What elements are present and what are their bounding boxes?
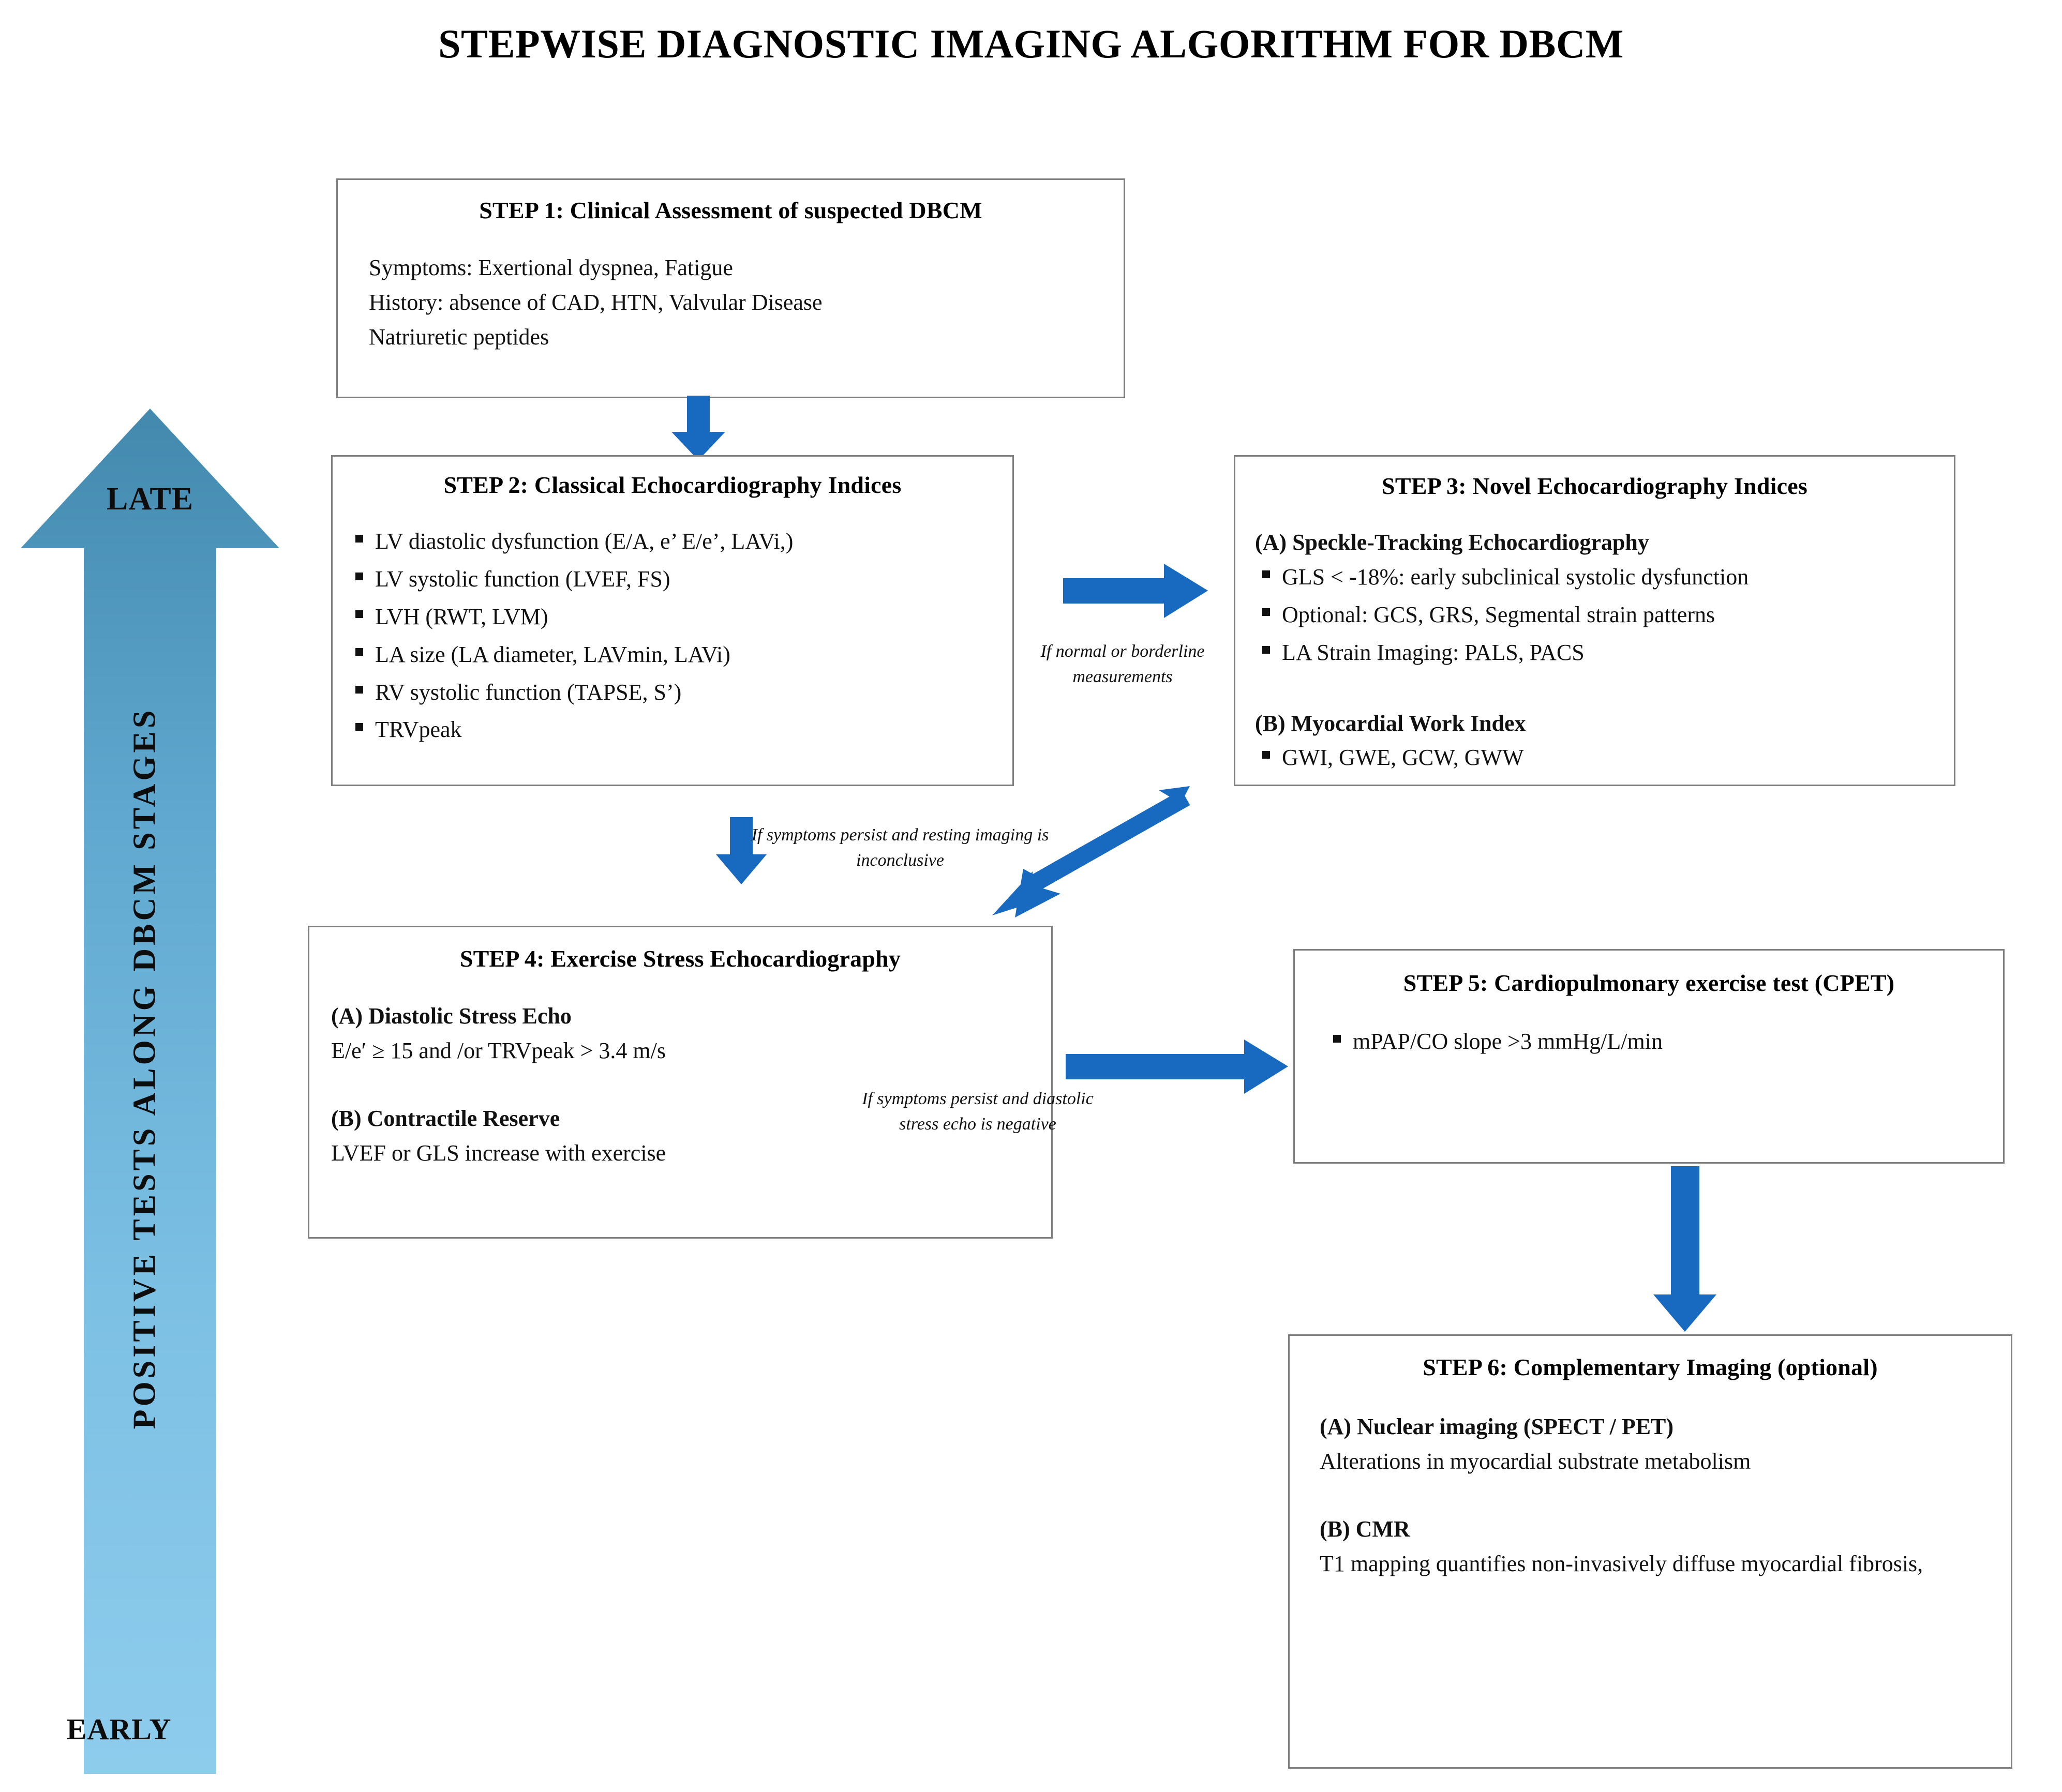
step-4-section-b-head: (B) Contractile Reserve [331, 1105, 560, 1131]
step-5-box: STEP 5: Cardiopulmonary exercise test (C… [1293, 949, 2005, 1164]
step-6-section-a-head: (A) Nuclear imaging (SPECT / PET) [1320, 1414, 1674, 1439]
list-item: LVH (RWT, LVM) [348, 600, 1012, 635]
step-1-line-peptides: Natriuretic peptides [369, 324, 549, 350]
step-4-body: (A) Diastolic Stress Echo E/e′ ≥ 15 and … [331, 999, 1051, 1171]
step-6-body: (A) Nuclear imaging (SPECT / PET) Altera… [1320, 1410, 2011, 1582]
arrow-step3-to-step4-diagonal [992, 786, 1190, 917]
step-2-box: STEP 2: Classical Echocardiography Indic… [331, 455, 1014, 786]
list-item: mPAP/CO slope >3 mmHg/L/min [1326, 1025, 2003, 1059]
step-3-section-b-list: GWI, GWE, GCW, GWW [1255, 741, 1954, 775]
step-5-title: STEP 5: Cardiopulmonary exercise test (C… [1403, 970, 1895, 996]
spacer [1255, 673, 1954, 706]
list-item: LA Strain Imaging: PALS, PACS [1255, 636, 1954, 670]
arrow-step4-to-step5 [1066, 1040, 1288, 1094]
step-2-bullet-list: LV diastolic dysfunction (E/A, e’ E/e’, … [348, 524, 1012, 747]
step-6-section-b-text: T1 mapping quantifies non-invasively dif… [1320, 1550, 1923, 1576]
arrow-step1-to-step2 [671, 396, 725, 460]
list-item: GLS < -18%: early subclinical systolic d… [1255, 560, 1954, 595]
connector-label-step2-step4: If symptoms persist and resting imaging … [751, 825, 1049, 870]
list-item: GWI, GWE, GCW, GWW [1255, 741, 1954, 775]
step-3-title: STEP 3: Novel Echocardiography Indices [1382, 473, 1807, 499]
step-4-box: STEP 4: Exercise Stress Echocardiography… [308, 926, 1053, 1239]
step-3-box: STEP 3: Novel Echocardiography Indices (… [1234, 455, 1955, 786]
step-6-section-b-head: (B) CMR [1320, 1516, 1410, 1542]
list-item: RV systolic function (TAPSE, S’) [348, 675, 1012, 710]
list-item: LA size (LA diameter, LAVmin, LAVi) [348, 638, 1012, 672]
arrow-step2-to-step4 [716, 817, 767, 884]
step-1-line-symptoms: Symptoms: Exertional dyspnea, Fatigue [369, 255, 733, 280]
step-4-section-a-text: E/e′ ≥ 15 and /or TRVpeak > 3.4 m/s [331, 1037, 666, 1063]
step-5-bullet-list: mPAP/CO slope >3 mmHg/L/min [1326, 1025, 2003, 1059]
page-title: STEPWISE DIAGNOSTIC IMAGING ALGORITHM FO… [438, 21, 1624, 66]
arrow-step5-to-step6 [1653, 1166, 1716, 1332]
step-3-body: (A) Speckle-Tracking Echocardiography GL… [1255, 525, 1954, 775]
connector-label-step4-step5: If symptoms persist and diastolic stress… [862, 1089, 1094, 1134]
list-item: TRVpeak [348, 713, 1012, 747]
step-3-section-b-head: (B) Myocardial Work Index [1255, 710, 1526, 736]
stage-label-late: LATE [106, 481, 194, 517]
step-4-title: STEP 4: Exercise Stress Echocardiography [459, 945, 901, 972]
list-item: LV systolic function (LVEF, FS) [348, 562, 1012, 597]
step-1-box: STEP 1: Clinical Assessment of suspected… [336, 178, 1125, 398]
step-3-section-a-list: GLS < -18%: early subclinical systolic d… [1255, 560, 1954, 670]
list-item: LV diastolic dysfunction (E/A, e’ E/e’, … [348, 524, 1012, 559]
step-3-section-a-head: (A) Speckle-Tracking Echocardiography [1255, 530, 1649, 555]
step-1-line-history: History: absence of CAD, HTN, Valvular D… [369, 289, 823, 315]
spacer [1320, 1479, 2011, 1512]
stage-label-vertical: POSITIVE TESTS ALONG DBCM STAGES [127, 707, 162, 1429]
step-4-section-a-head: (A) Diastolic Stress Echo [331, 1003, 572, 1029]
step-6-title: STEP 6: Complementary Imaging (optional) [1423, 1354, 1878, 1380]
step-2-body: LV diastolic dysfunction (E/A, e’ E/e’, … [348, 524, 1012, 747]
connector-label-step2-step3: If normal or borderline measurements [1040, 642, 1205, 687]
step-1-body: Symptoms: Exertional dyspnea, Fatigue Hi… [369, 251, 1124, 355]
dbcm-stage-arrow [21, 409, 279, 1774]
step-1-title: STEP 1: Clinical Assessment of suspected… [479, 197, 982, 223]
step-6-section-a-text: Alterations in myocardial substrate meta… [1320, 1448, 1751, 1474]
step-2-title: STEP 2: Classical Echocardiography Indic… [443, 472, 902, 498]
arrow-step2-to-step3 [1063, 564, 1208, 618]
stage-label-early: EARLY [66, 1712, 172, 1746]
step-5-body: mPAP/CO slope >3 mmHg/L/min [1326, 1025, 2003, 1059]
list-item: Optional: GCS, GRS, Segmental strain pat… [1255, 598, 1954, 633]
step-4-section-b-text: LVEF or GLS increase with exercise [331, 1140, 666, 1166]
step-6-box: STEP 6: Complementary Imaging (optional)… [1288, 1334, 2012, 1769]
